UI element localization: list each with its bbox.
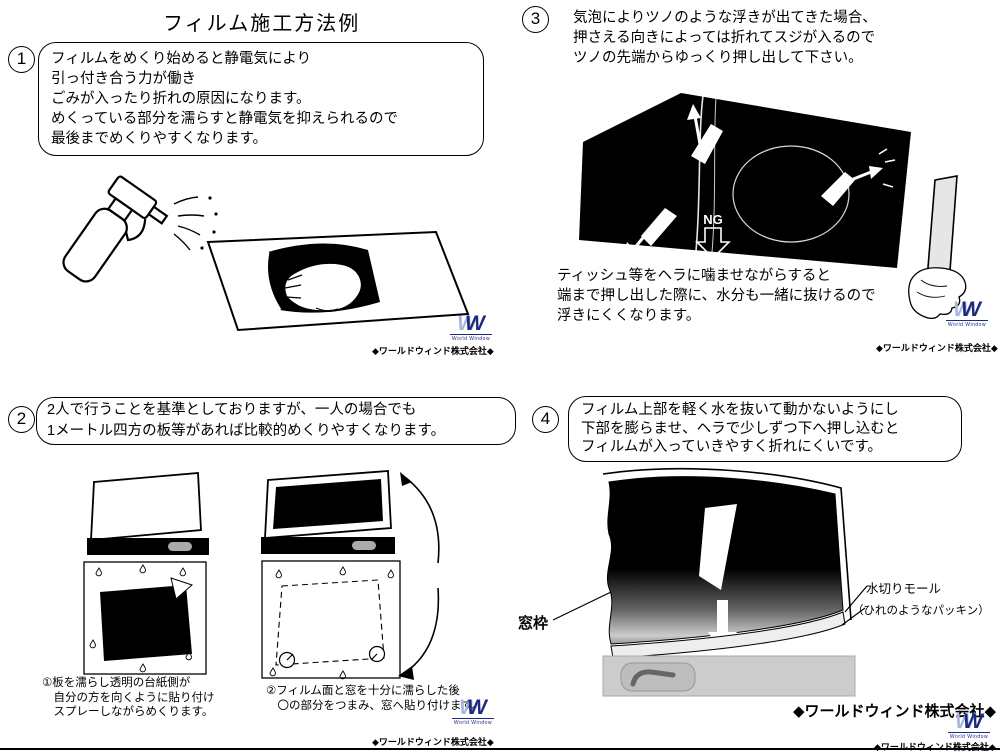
step-1-line: ごみが入ったり折れの原因になります。 xyxy=(51,91,311,107)
step-3-illustration: NG xyxy=(579,93,967,319)
tissue-squeegee-icon xyxy=(908,175,967,319)
step-1-number: 1 xyxy=(8,46,35,73)
step-2-instructions: 2人で行うことを基準としておりますが、一人の場合でも 1メートル四方の板等があれ… xyxy=(36,397,516,445)
ng-arrow: NG xyxy=(695,212,731,260)
world-window-logo: WW World Window xyxy=(948,710,990,740)
window-frame-outline xyxy=(602,467,852,621)
step-2-illustration xyxy=(83,470,440,680)
step-4-illustration xyxy=(552,467,868,697)
molding-sublabel: （ひれのようなパッキン） xyxy=(852,605,990,617)
hand-icon xyxy=(283,262,363,313)
step-4-number: 4 xyxy=(532,406,559,433)
step-4-instructions: フィルム上部を軽く水を抜いて動かないようにし 下部を膨らませ、ヘラで少しずつ下へ… xyxy=(568,396,962,462)
step-3-note-line: 端まで押し出した際に、水分も一緒に抜けるので xyxy=(557,288,876,304)
step-3-note-line: 浮きにくくなります。 xyxy=(557,308,701,324)
logo-subtext: World Window xyxy=(452,718,494,726)
step-2-number: 2 xyxy=(8,406,35,433)
window-pane-right xyxy=(261,470,395,554)
step-1-line: 引っ付き合う力が働き xyxy=(51,71,196,87)
bubble-outline xyxy=(732,145,850,243)
spray-bottle-icon xyxy=(62,175,169,283)
step-3-number: 3 xyxy=(522,6,549,33)
drip-molding xyxy=(610,611,846,659)
logo-letters: WW xyxy=(955,710,983,733)
company-name: ◆ワールドウィンド株式会社◆ xyxy=(793,703,997,720)
door-handle-icon xyxy=(168,542,192,551)
logo-letters: WW xyxy=(457,312,485,335)
step-1-instructions: フィルムをめくり始めると静電気により 引っ付き合う力が働き ごみが入ったり折れの… xyxy=(38,42,484,156)
door-panel xyxy=(602,655,856,697)
logo-letters: WW xyxy=(953,298,981,321)
step-2-caption-1: ①板を濡らし透明の台紙側が 自分の方を向くように貼り付け スプレーしながらめくり… xyxy=(42,677,215,718)
step-3-note-line: ティッシュ等をヘラに噛ませながらすると xyxy=(557,268,831,284)
film-curl-highlight xyxy=(265,251,282,311)
world-window-logo: WW World Window xyxy=(946,298,988,328)
flip-arrows xyxy=(398,472,440,680)
label-pointer-lines xyxy=(552,585,868,626)
credit-line: ◆ワールドウィンド株式会社◆ xyxy=(372,737,494,747)
film-crease xyxy=(710,97,717,265)
step-2-caption-2: ②フィルム面と窓を十分に濡らした後 〇の部分をつまみ、窓へ貼り付けます。 xyxy=(266,685,484,712)
logo-subtext: World Window xyxy=(450,334,492,342)
board-with-outline xyxy=(261,560,401,679)
step-4-line: フィルム上部を軽く水を抜いて動かないようにし xyxy=(581,402,899,418)
step-1-illustration xyxy=(62,175,470,332)
step-1-line: 最後までめくりやすくなります。 xyxy=(51,131,268,147)
squeegee-wedge-icon xyxy=(699,504,737,590)
squeegee-down-icon xyxy=(623,208,677,258)
molding-label: 水切りモール xyxy=(866,582,942,596)
step-4-line: フィルムが入っていきやすく折れにくいです。 xyxy=(581,439,883,455)
step-3-instructions: 気泡によりツノのような浮きが出てきた場合、 押さえる向きによっては折れてスジが入… xyxy=(573,8,993,68)
step-4-line: 下部を膨らませ、ヘラで少しずつ下へ押し込むと xyxy=(581,420,900,437)
logo-subtext: World Window xyxy=(946,320,988,328)
step-3-note: ティッシュ等をヘラに噛ませながらすると 端まで押し出した際に、水分も一緒に抜ける… xyxy=(557,266,897,326)
credit-line: ◆ワールドウィンド株式会社◆ xyxy=(874,742,996,752)
svg-text:NG: NG xyxy=(703,212,723,227)
squeegee-right-icon xyxy=(821,148,896,206)
step-1-line: めくっている部分を濡らすと静電気を抑えられるので xyxy=(51,111,398,127)
window-frame-label: 窓枠 xyxy=(518,615,549,632)
window-pane-left xyxy=(87,472,209,555)
step-2-line: 2人で行うことを基準としておりますが、一人の場合でも xyxy=(47,402,417,418)
spray-droplets xyxy=(200,196,218,250)
logo-letters: WW xyxy=(459,696,487,719)
step-3-line: ツノの先端からゆっくり押し出して下さい。 xyxy=(573,50,863,66)
step-1-line: フィルムをめくり始めると静電気により xyxy=(51,51,312,67)
step-3-line: 押さえる向きによっては折れてスジが入るので xyxy=(573,30,876,46)
door-handle-icon xyxy=(352,541,376,550)
logo-subtext: World Window xyxy=(948,732,990,740)
bottom-border-line xyxy=(0,748,1000,750)
credit-line: ◆ワールドウィンド株式会社◆ xyxy=(876,343,998,353)
spray-mist xyxy=(173,196,205,251)
step-3-line: 気泡によりツノのような浮きが出てきた場合、 xyxy=(573,10,877,26)
door-handle-icon xyxy=(630,669,676,687)
squeegee-up-icon xyxy=(687,104,723,164)
tinted-window xyxy=(579,93,911,268)
page-title: フィルム施工方法例 xyxy=(163,13,361,35)
credit-line: ◆ワールドウィンド株式会社◆ xyxy=(372,346,494,356)
world-window-logo: WW World Window xyxy=(450,312,492,342)
peeled-corner xyxy=(170,577,193,600)
board-with-film xyxy=(83,561,207,675)
world-window-logo: WW World Window xyxy=(452,696,494,726)
step-2-line: 1メートル四方の板等があれば比較的めくりやすくなります。 xyxy=(47,423,446,439)
